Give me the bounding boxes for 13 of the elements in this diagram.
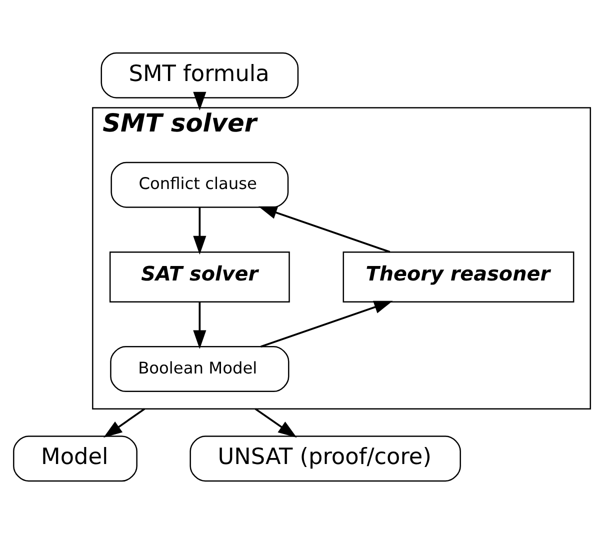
node-box: Boolean Model (110, 346, 290, 392)
node-box: Conflict clause (110, 162, 289, 208)
arrow (193, 207, 206, 255)
arrow (258, 206, 390, 253)
node-box: SAT solver (109, 251, 290, 302)
arrow (254, 408, 297, 438)
arrow (193, 92, 206, 111)
arrow (260, 300, 393, 348)
node-box: UNSAT (proof/core) (190, 436, 461, 482)
arrow (193, 302, 206, 349)
node-box: Model (13, 436, 138, 482)
arrow (104, 408, 146, 438)
node-box: Theory reasoner (342, 251, 574, 302)
